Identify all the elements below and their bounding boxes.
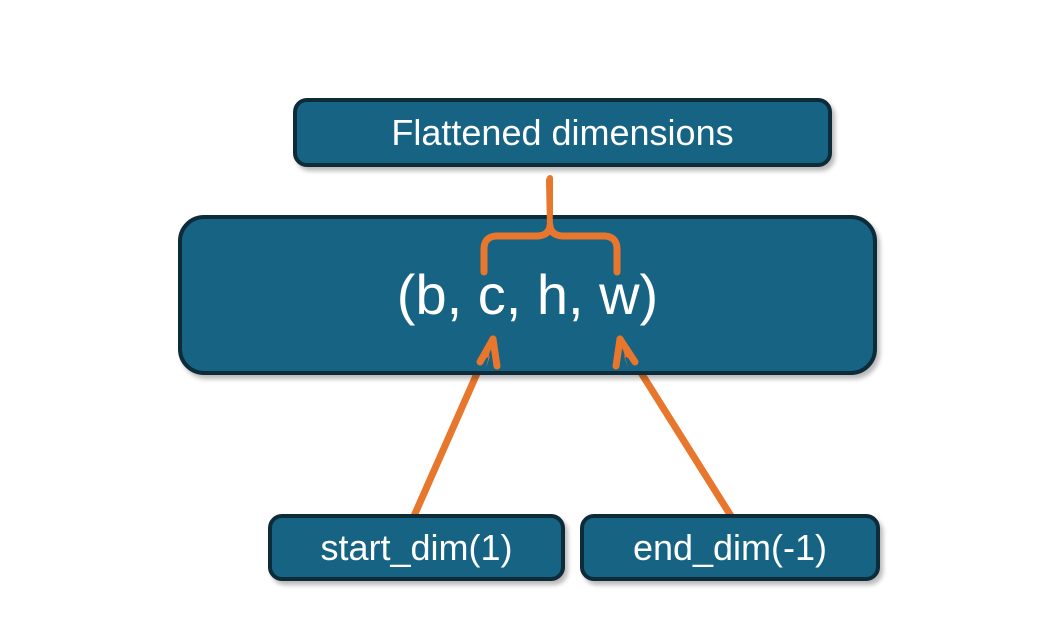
- node-end-dim[interactable]: end_dim(-1): [580, 514, 880, 581]
- node-flattened-dimensions-label: Flattened dimensions: [391, 111, 734, 153]
- node-tensor-shape-label: (b, c, h, w): [396, 263, 659, 327]
- node-tensor-shape[interactable]: (b, c, h, w): [178, 215, 877, 375]
- node-start-dim[interactable]: start_dim(1): [268, 514, 565, 581]
- node-end-dim-label: end_dim(-1): [632, 526, 828, 568]
- node-flattened-dimensions[interactable]: Flattened dimensions: [293, 98, 832, 167]
- node-start-dim-label: start_dim(1): [320, 526, 513, 568]
